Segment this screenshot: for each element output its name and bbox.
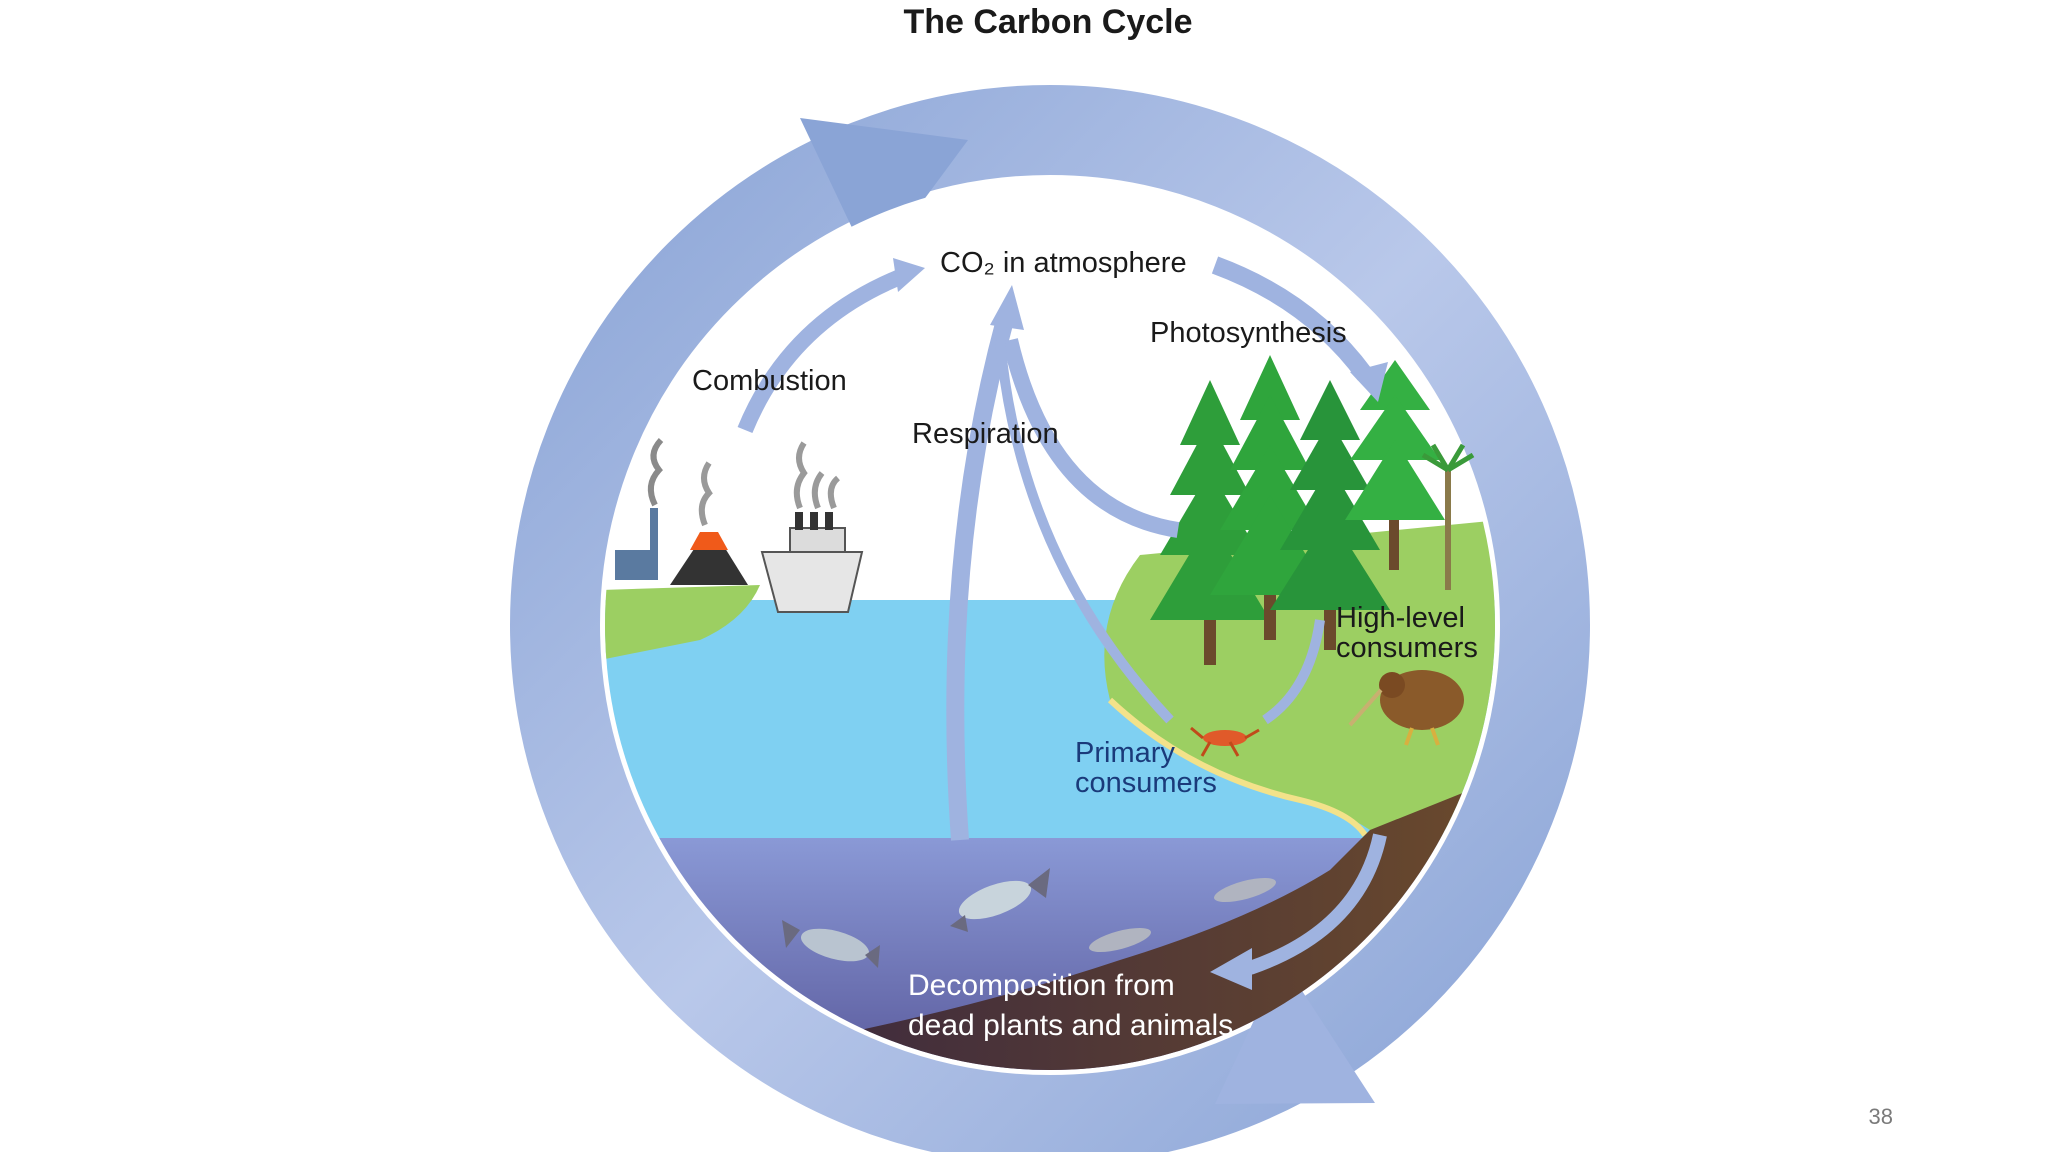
decomposition-arrow [1247, 833, 1387, 975]
decomposition-label-line2: dead plants and animals [908, 1009, 1233, 1042]
cycle-arrowhead-top [800, 118, 968, 270]
photosynthesis-arrow [1211, 256, 1373, 381]
decomposition-label-line1: Decomposition from [908, 969, 1175, 1002]
respiration-arrow-ocean [946, 317, 1014, 841]
dead-fish-icon [1214, 877, 1276, 903]
forest [1150, 355, 1475, 665]
fish-icon [950, 868, 1050, 932]
atmosphere-label: CO₂ in atmosphere [940, 247, 1187, 279]
ant-icon [1190, 726, 1260, 757]
high-level-consumers-label-line1: High-level [1336, 602, 1465, 634]
kiwi-bird-icon [1348, 670, 1464, 746]
food-chain-arrow [1262, 619, 1325, 725]
beach [1107, 697, 1368, 837]
primary-consumers-label-line2: consumers [1075, 767, 1217, 799]
photosynthesis-label: Photosynthesis [1150, 317, 1347, 349]
respiration-arrow-consumers [995, 339, 1174, 724]
palm-tree-icon [1421, 443, 1475, 590]
volcano-icon [670, 461, 748, 585]
cycle-ring [510, 85, 1590, 1152]
dead-fish-icon [1089, 927, 1151, 953]
left-shore [605, 585, 760, 660]
high-level-consumers-label-line2: consumers [1336, 632, 1478, 664]
respiration-arrow-trees [1002, 338, 1180, 538]
page-number: 38 [1868, 1104, 1893, 1129]
ship-icon [760, 441, 864, 613]
cycle-arrowhead-bottom [1215, 960, 1375, 1104]
tree-icon [1270, 380, 1390, 650]
primary-consumers-label-line1: Primary [1075, 737, 1175, 769]
fish-icon [782, 920, 880, 968]
flow-arrows [737, 256, 1388, 990]
diagram-title: The Carbon Cycle [903, 3, 1192, 41]
factory-icon [615, 437, 664, 580]
combustion-label: Combustion [692, 365, 847, 397]
respiration-label: Respiration [912, 418, 1059, 450]
combustion-arrow [737, 267, 908, 434]
